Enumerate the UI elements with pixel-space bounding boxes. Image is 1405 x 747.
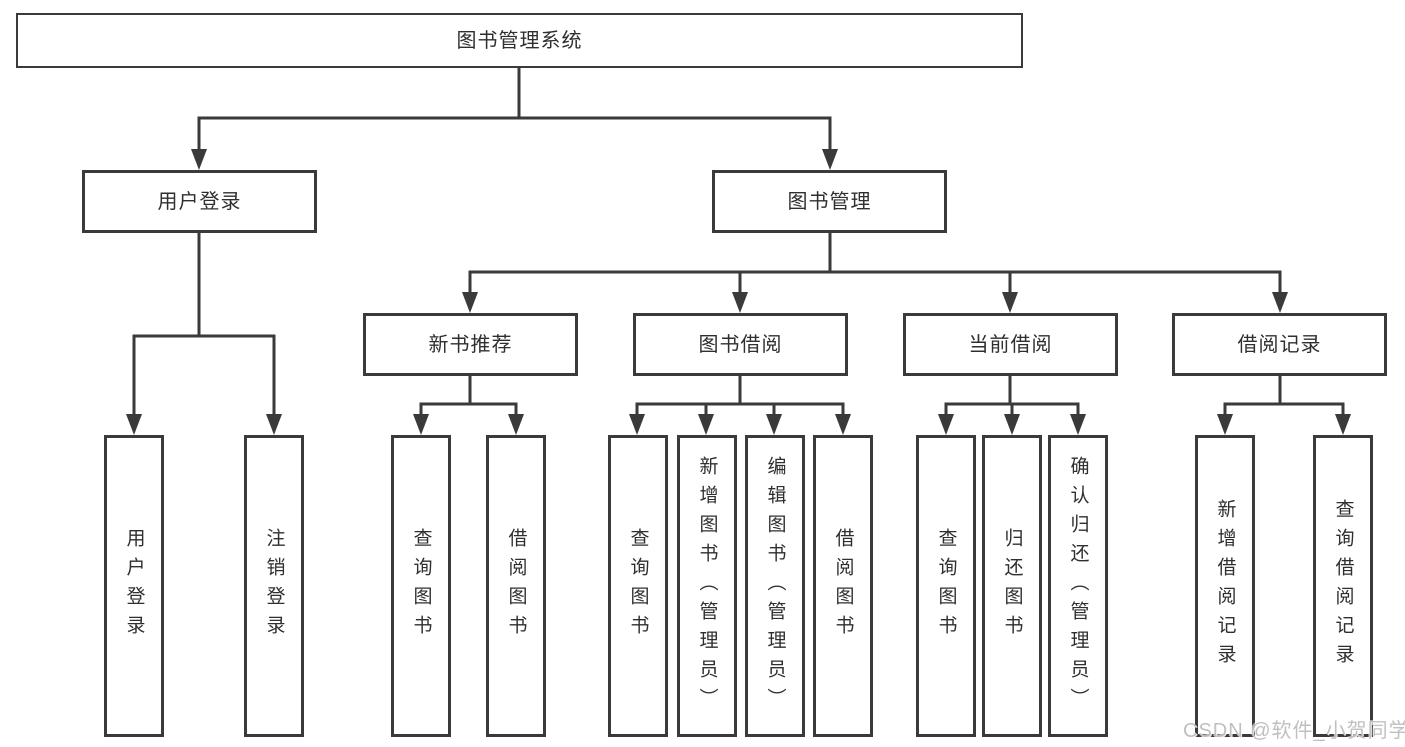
node-user-login: 用户登录 (82, 170, 317, 233)
leaf-logout: 注销登录 (244, 435, 304, 737)
connector-borrow-record-to-leaves (1223, 374, 1345, 420)
leaf-borrow-book-2: 借阅图书 (813, 435, 873, 737)
node-borrow-record: 借阅记录 (1172, 313, 1387, 376)
leaf-edit-book-admin: 编辑图书（管理员） (745, 435, 805, 737)
leaf-query-borrow-record: 查询借阅记录 (1313, 435, 1373, 737)
node-book-management: 图书管理 (712, 170, 947, 233)
leaf-add-book-admin: 新增图书（管理员） (677, 435, 737, 737)
connector-user-login-to-leaves (132, 231, 276, 420)
connector-current-borrow-to-leaves (944, 374, 1080, 420)
leaf-query-book-1: 查询图书 (391, 435, 451, 737)
connector-book-borrow-to-leaves (635, 374, 845, 420)
node-current-borrow: 当前借阅 (903, 313, 1118, 376)
leaf-borrow-book-1: 借阅图书 (486, 435, 546, 737)
connector-book-mgmt-to-groups (468, 231, 1282, 298)
leaf-query-book-2: 查询图书 (608, 435, 668, 737)
csdn-watermark: CSDN @软件_小贺同学 (1183, 720, 1405, 742)
leaf-return-book: 归还图书 (982, 435, 1042, 737)
leaf-add-borrow-record: 新增借阅记录 (1195, 435, 1255, 737)
connector-root-to-level2 (197, 66, 832, 154)
node-book-borrow: 图书借阅 (633, 313, 848, 376)
node-new-book-recommend: 新书推荐 (363, 313, 578, 376)
connector-new-book-to-leaves (419, 374, 518, 420)
leaf-confirm-return-admin: 确认归还（管理员） (1048, 435, 1108, 737)
leaf-query-book-3: 查询图书 (916, 435, 976, 737)
node-root-system: 图书管理系统 (16, 13, 1023, 68)
leaf-user-login: 用户登录 (104, 435, 164, 737)
